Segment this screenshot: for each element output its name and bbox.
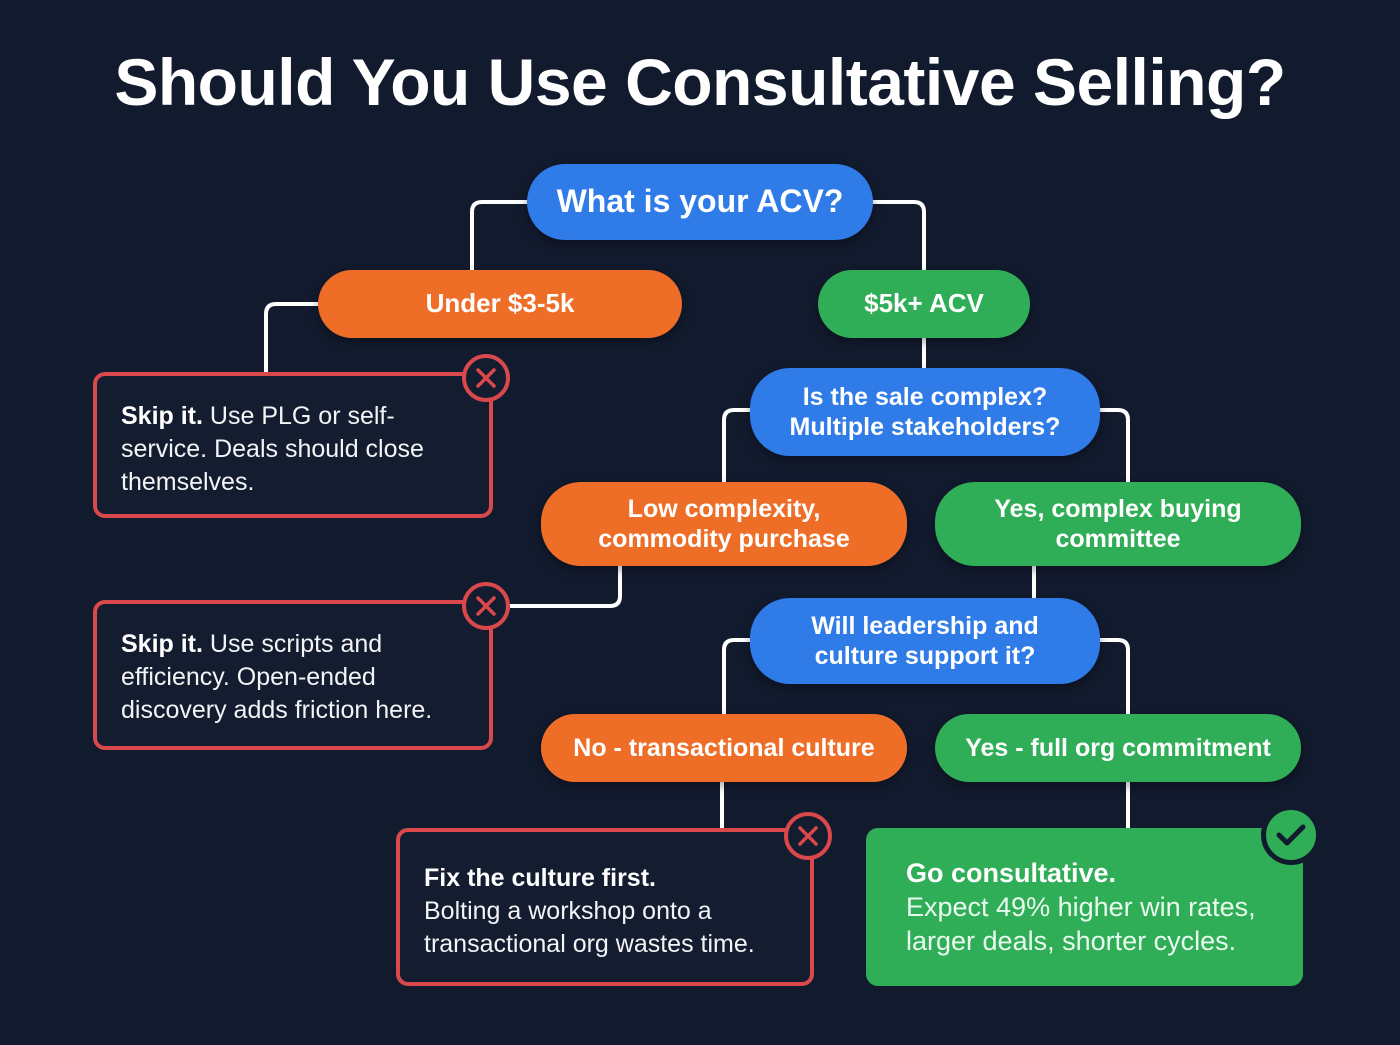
connector-q2-no bbox=[722, 408, 752, 482]
question-leadership-line1: Will leadership and bbox=[811, 611, 1039, 640]
branch-complex-committee-line2: committee bbox=[1055, 525, 1181, 553]
connector-q2-yes bbox=[1096, 408, 1130, 482]
branch-full-commitment: Yes - full org commitment bbox=[935, 714, 1301, 782]
branch-complex-committee-line1: Yes, complex buying bbox=[994, 494, 1242, 523]
question-acv-label: What is your ACV? bbox=[556, 183, 844, 220]
branch-low-complexity: Low complexity, commodity purchase bbox=[541, 482, 907, 566]
result-go-consultative-text: Expect 49% higher win rates, larger deal… bbox=[906, 892, 1256, 956]
question-leadership-line2: culture support it? bbox=[814, 642, 1036, 670]
result-skip-scripts-text: Use scripts and efficiency. Open-ended d… bbox=[121, 630, 433, 724]
question-leadership: Will leadership and culture support it? bbox=[750, 598, 1100, 684]
result-fix-culture-heading: Fix the culture first. bbox=[424, 864, 656, 892]
result-skip-scripts: Skip it. Use scripts and efficiency. Ope… bbox=[93, 600, 493, 750]
branch-transactional-culture-label: No - transactional culture bbox=[573, 733, 875, 762]
connector-q1-yes bbox=[870, 200, 926, 272]
check-circle-icon bbox=[1261, 805, 1321, 865]
connector-q3-no bbox=[722, 638, 752, 714]
branch-under-5k-label: Under $3-5k bbox=[425, 288, 575, 319]
question-complexity: Is the sale complex? Multiple stakeholde… bbox=[750, 368, 1100, 456]
x-circle-icon bbox=[784, 812, 832, 860]
branch-5k-plus-label: $5k+ ACV bbox=[864, 288, 984, 319]
result-go-consultative-heading: Go consultative. bbox=[906, 858, 1117, 888]
connector-no2-r2 bbox=[510, 566, 622, 608]
connector-q3-yes bbox=[1096, 638, 1130, 714]
result-skip-plg-text: Use PLG or self-service. Deals should cl… bbox=[121, 402, 424, 496]
branch-complex-committee: Yes, complex buying committee bbox=[935, 482, 1301, 566]
branch-low-complexity-line2: commodity purchase bbox=[598, 525, 850, 553]
branch-full-commitment-label: Yes - full org commitment bbox=[965, 733, 1271, 762]
connector-no1-r1 bbox=[264, 302, 320, 372]
result-fix-culture-text: Bolting a workshop onto a transactional … bbox=[424, 897, 755, 958]
result-fix-culture: Fix the culture first. Bolting a worksho… bbox=[396, 828, 814, 986]
page-title: Should You Use Consultative Selling? bbox=[114, 45, 1286, 119]
question-complexity-line1: Is the sale complex? bbox=[802, 382, 1048, 411]
result-skip-plg-heading: Skip it. bbox=[121, 402, 203, 430]
x-circle-icon bbox=[462, 354, 510, 402]
result-skip-plg: Skip it. Use PLG or self-service. Deals … bbox=[93, 372, 493, 518]
branch-low-complexity-line1: Low complexity, bbox=[627, 494, 821, 523]
question-acv: What is your ACV? bbox=[527, 164, 873, 240]
branch-transactional-culture: No - transactional culture bbox=[541, 714, 907, 782]
branch-under-5k: Under $3-5k bbox=[318, 270, 682, 338]
branch-5k-plus: $5k+ ACV bbox=[818, 270, 1030, 338]
question-complexity-line2: Multiple stakeholders? bbox=[789, 413, 1061, 441]
result-go-consultative: Go consultative. Expect 49% higher win r… bbox=[866, 828, 1303, 986]
connector-q1-no bbox=[470, 200, 530, 272]
result-skip-scripts-heading: Skip it. bbox=[121, 630, 203, 658]
x-circle-icon bbox=[462, 582, 510, 630]
